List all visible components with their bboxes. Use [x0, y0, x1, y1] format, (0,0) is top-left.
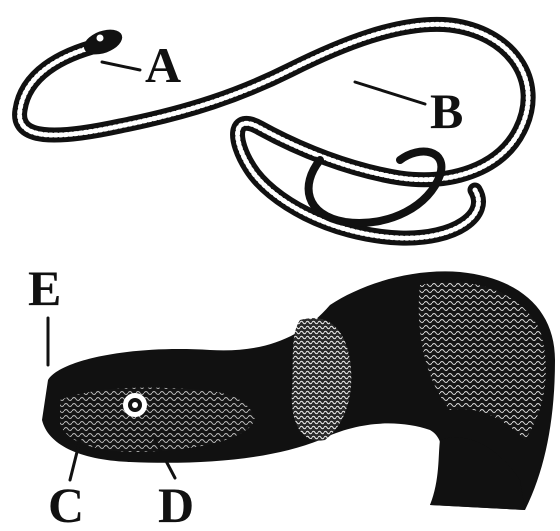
snake-head-closeup — [42, 271, 555, 510]
label-b: B — [430, 83, 463, 139]
label-d: D — [158, 477, 194, 531]
snake-eye — [97, 35, 104, 42]
label-a: A — [145, 37, 181, 93]
closeup-eye-highlight — [132, 402, 138, 408]
leader-a — [102, 62, 140, 70]
leader-b — [355, 82, 425, 104]
label-c: C — [48, 477, 84, 531]
label-e: E — [28, 260, 61, 316]
